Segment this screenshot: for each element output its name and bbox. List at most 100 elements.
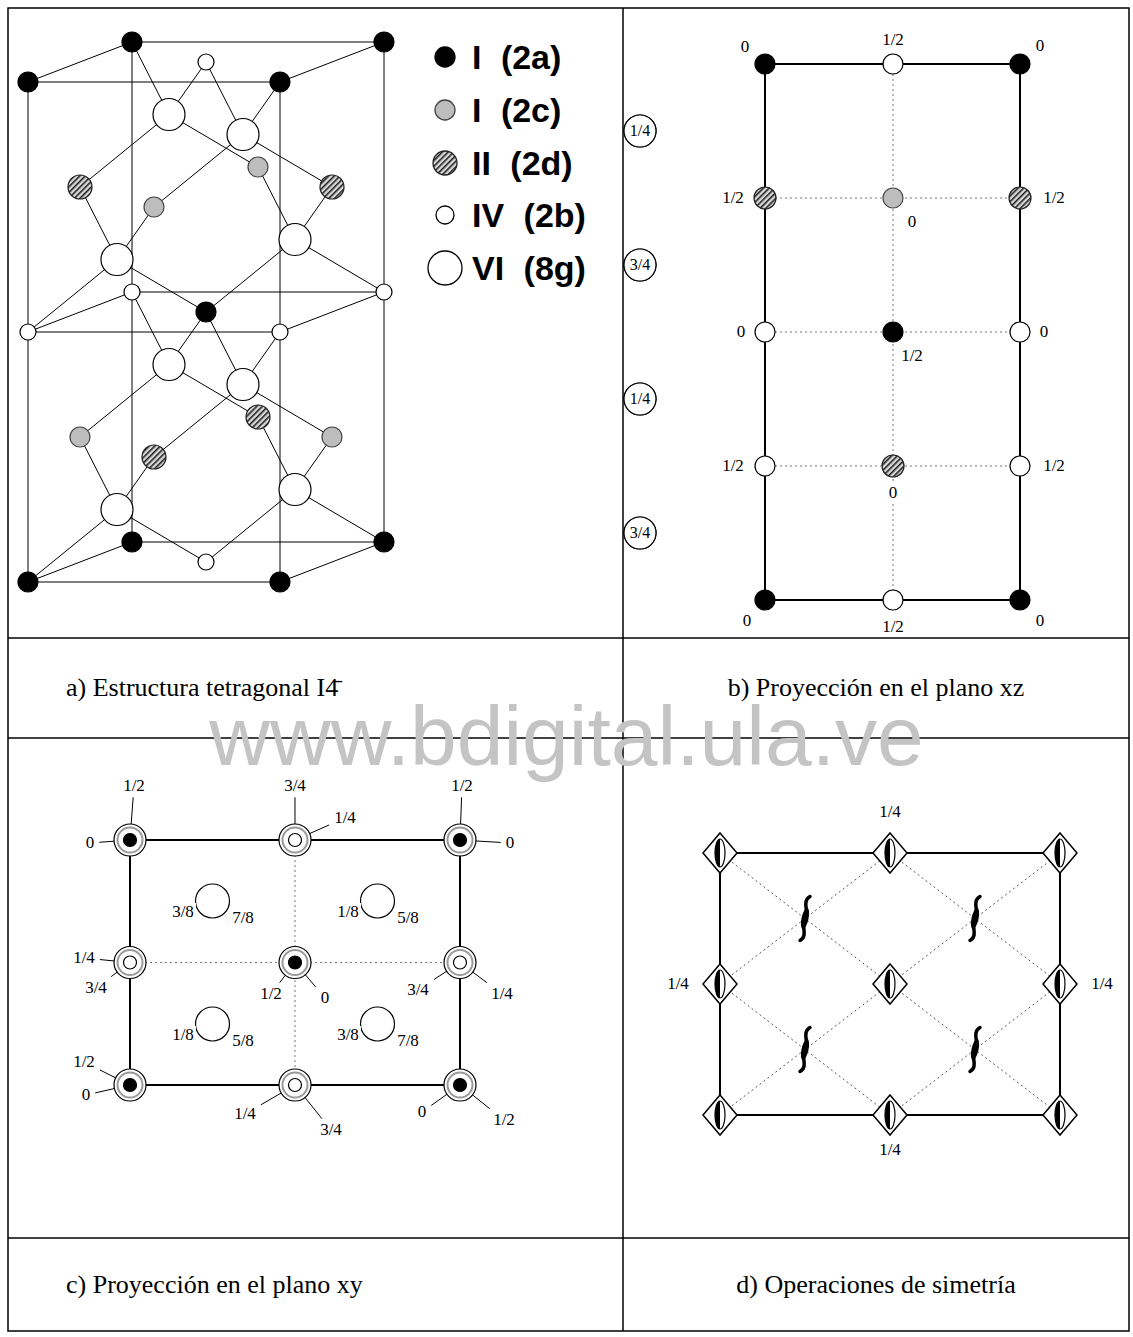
atom bbox=[124, 1079, 137, 1092]
atom bbox=[20, 324, 36, 340]
legend-text: II (2d) bbox=[472, 146, 573, 180]
leader-line bbox=[476, 841, 501, 842]
fraction-label: 1/8 bbox=[335, 903, 361, 922]
cell-edge bbox=[28, 332, 280, 333]
circle-outline bbox=[624, 249, 656, 281]
atom bbox=[454, 834, 467, 847]
height-circle: 1/4 bbox=[623, 114, 657, 148]
legend-swatch-mark bbox=[428, 251, 462, 285]
atom bbox=[883, 188, 903, 208]
bond bbox=[154, 135, 243, 208]
height-circle: 1/4 bbox=[623, 382, 657, 416]
xz-projection bbox=[754, 54, 1031, 610]
atom-ring bbox=[444, 947, 476, 979]
panel-caption: b) Proyección en el plano xz bbox=[728, 672, 1025, 703]
leader-line bbox=[131, 797, 133, 824]
axis-lens bbox=[885, 1101, 895, 1129]
atom bbox=[755, 590, 775, 610]
atom bbox=[196, 884, 230, 918]
glide-dotted bbox=[890, 984, 1060, 1115]
legend-swatch bbox=[424, 35, 466, 79]
atom bbox=[124, 834, 137, 847]
circle-outline bbox=[624, 249, 656, 281]
atom-ring bbox=[448, 1073, 473, 1098]
fraction-label: 1/4 bbox=[877, 803, 903, 822]
fraction-label: 3/8 bbox=[170, 903, 196, 922]
screw-axis-symbol bbox=[969, 1028, 980, 1072]
fraction-label: 1/4 bbox=[1089, 975, 1115, 994]
leader-line bbox=[473, 1095, 490, 1109]
fraction-label: 5/8 bbox=[230, 1032, 256, 1051]
bond bbox=[28, 260, 117, 333]
inversion-axis-symbol bbox=[873, 964, 907, 1004]
atom bbox=[1010, 322, 1030, 342]
leader-line bbox=[310, 825, 329, 834]
atom bbox=[755, 54, 775, 74]
fraction-label: 1/8 bbox=[170, 1026, 196, 1045]
legend-swatch bbox=[424, 246, 466, 290]
atom bbox=[361, 884, 395, 918]
xy-projection bbox=[114, 824, 476, 1101]
leader-line bbox=[261, 1093, 281, 1105]
fraction-label: 3/8 bbox=[335, 1026, 361, 1045]
fraction-label: 1/2 bbox=[880, 618, 906, 637]
screw-axis-symbol bbox=[799, 897, 810, 941]
atom-ring bbox=[448, 950, 473, 975]
figure-panel: a) Estructura tetragonal I4̄ bbox=[8, 8, 623, 738]
fraction-label: 0 bbox=[887, 484, 900, 503]
fraction-label: 1/2 bbox=[720, 457, 746, 476]
fraction-label: 0 bbox=[1034, 612, 1047, 631]
screw-axis-tail bbox=[970, 1028, 980, 1072]
atom bbox=[18, 72, 38, 92]
atom bbox=[70, 427, 90, 447]
cell-edge bbox=[132, 542, 384, 543]
atom bbox=[124, 956, 137, 969]
legend-item: I (2c) bbox=[424, 88, 561, 132]
atom bbox=[361, 1007, 395, 1041]
fraction-label: 1/2 bbox=[1041, 189, 1067, 208]
fraction-label: 0 bbox=[1034, 37, 1047, 56]
atom bbox=[883, 590, 903, 610]
circle-outline bbox=[624, 517, 656, 549]
atom bbox=[196, 302, 216, 322]
atom bbox=[101, 244, 133, 276]
cell-edge bbox=[280, 542, 384, 582]
atom bbox=[289, 834, 302, 847]
inversion-axis-symbol bbox=[703, 964, 737, 1004]
cell-outline bbox=[720, 853, 1060, 1115]
screw-axis-tail bbox=[970, 897, 980, 941]
leader-line bbox=[305, 1097, 322, 1118]
atom bbox=[68, 175, 92, 199]
fraction-label: 0 bbox=[319, 989, 332, 1008]
inversion-axis-symbol bbox=[1043, 833, 1077, 873]
circle-outline bbox=[624, 115, 656, 147]
fraction-label: 1/4 bbox=[630, 391, 650, 407]
atom bbox=[279, 224, 311, 256]
atom bbox=[248, 157, 268, 177]
fraction-label: 3/4 bbox=[282, 777, 308, 796]
bond bbox=[28, 510, 117, 583]
atom-ring bbox=[279, 947, 311, 979]
screw-axis-tail bbox=[800, 897, 810, 941]
leader-line bbox=[434, 971, 447, 979]
atom bbox=[1010, 54, 1030, 74]
atom bbox=[279, 474, 311, 506]
table-rule bbox=[8, 1237, 1129, 1239]
cell-edge bbox=[132, 42, 384, 43]
axis-lens bbox=[1055, 970, 1065, 998]
fraction-label: 1/4 bbox=[665, 975, 691, 994]
axis-lens bbox=[885, 839, 890, 867]
atom bbox=[755, 322, 775, 342]
leader-line bbox=[100, 1070, 116, 1078]
fraction-label: 1/4 bbox=[332, 809, 358, 828]
atom bbox=[153, 349, 185, 381]
atom-ring bbox=[118, 828, 143, 853]
fraction-label: 1/4 bbox=[630, 123, 650, 139]
atom-ring bbox=[444, 1069, 476, 1101]
fraction-label: 1/2 bbox=[880, 31, 906, 50]
axis-diamond bbox=[703, 964, 737, 1004]
leader-line bbox=[305, 975, 315, 987]
circle-outline bbox=[624, 383, 656, 415]
atom bbox=[322, 427, 342, 447]
atom-ring bbox=[283, 828, 308, 853]
